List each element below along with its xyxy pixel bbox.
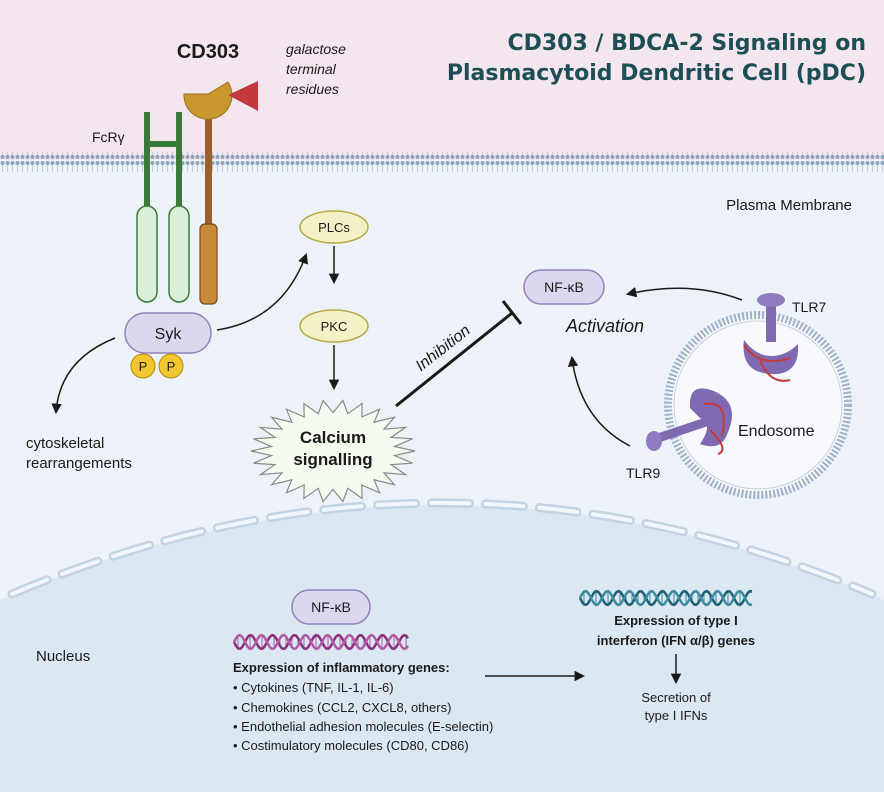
arrow-syk-to-cytoskeleton	[51, 337, 116, 415]
ifn-dna-icon	[578, 589, 753, 607]
arrow-tlr9-to-nfkb	[567, 355, 631, 447]
plasma-membrane-label: Plasma Membrane	[726, 197, 852, 214]
calcium-label-line1: Calcium	[300, 428, 366, 447]
plcs-label: PLCs	[318, 220, 350, 235]
pkc-label: PKC	[321, 319, 348, 334]
nfkb-nucleus-node	[291, 589, 371, 625]
galactose-ligand-icon	[228, 81, 258, 111]
syk-label: Syk	[155, 326, 183, 343]
pkc-node	[299, 309, 369, 343]
nucleus-region	[0, 505, 884, 792]
gene-item-2: • Chemokines (CCL2, CXCL8, others)	[233, 700, 451, 715]
plcs-node	[299, 210, 369, 244]
inflammatory-genes-title: Expression of inflammatory genes:	[233, 660, 450, 675]
activation-label: Activation	[565, 316, 644, 336]
nucleus-label: Nucleus	[36, 648, 90, 665]
gene-item-1: • Cytokines (TNF, IL-1, IL-6)	[233, 680, 394, 695]
cytoskeletal-label-line1: cytoskeletal	[26, 435, 104, 452]
calcium-signalling-burst	[250, 399, 416, 503]
ligand-label-line3: residues	[286, 81, 339, 97]
nfkb-cytoplasm-label: NF-κB	[544, 279, 584, 295]
ligand-label-line1: galactose	[286, 41, 346, 57]
inhibition-line	[395, 311, 513, 408]
dna-strand	[232, 633, 409, 651]
ifn-label-line1: Expression of type I	[614, 613, 738, 628]
gene-item-4: • Costimulatory molecules (CD80, CD86)	[233, 738, 469, 753]
secretion-label-line1: Secretion of	[641, 690, 711, 705]
cytoskeletal-label-line2: rearrangements	[26, 455, 132, 472]
gene-item-3: • Endothelial adhesion molecules (E-sele…	[233, 719, 493, 734]
fcr-gamma-receptor	[136, 112, 190, 303]
arrow-syk-to-plcs	[216, 253, 309, 331]
tlr7-label: TLR7	[792, 299, 826, 315]
inhibition-bar	[501, 300, 523, 325]
tlr7-receptor	[743, 293, 799, 382]
endosome-membrane	[664, 311, 852, 499]
arrow-tlr7-to-nfkb	[625, 287, 743, 301]
plasma-membrane	[0, 152, 884, 172]
calcium-label-line2: signalling	[293, 450, 372, 469]
phospho-group-2	[158, 353, 184, 379]
nfkb-nucleus-label: NF-κB	[311, 599, 351, 615]
diagram-title-line1: CD303 / BDCA-2 Signaling on	[507, 31, 866, 56]
dna-strand	[578, 589, 753, 607]
secretion-label-line2: type I IFNs	[645, 708, 708, 723]
fcr-gamma-label: FcRγ	[92, 129, 125, 145]
cd303-label: CD303	[177, 41, 239, 63]
phospho-label-1: P	[139, 359, 148, 374]
tlr9-label: TLR9	[626, 465, 660, 481]
diagram-title-line2: Plasmacytoid Dendritic Cell (pDC)	[447, 61, 866, 86]
phospho-label-2: P	[167, 359, 176, 374]
ifn-label-line2: interferon (IFN α/β) genes	[597, 633, 755, 648]
dna-strand	[232, 633, 409, 651]
ligand-label-line2: terminal	[286, 61, 337, 77]
tlr9-receptor	[646, 388, 732, 455]
cd303-receptor	[183, 81, 233, 305]
inflammatory-dna-icon	[232, 633, 409, 651]
endosome-label: Endosome	[738, 423, 815, 440]
nfkb-cytoplasm-node	[523, 269, 605, 305]
phospho-group-1	[130, 353, 156, 379]
syk-kinase	[124, 312, 212, 354]
